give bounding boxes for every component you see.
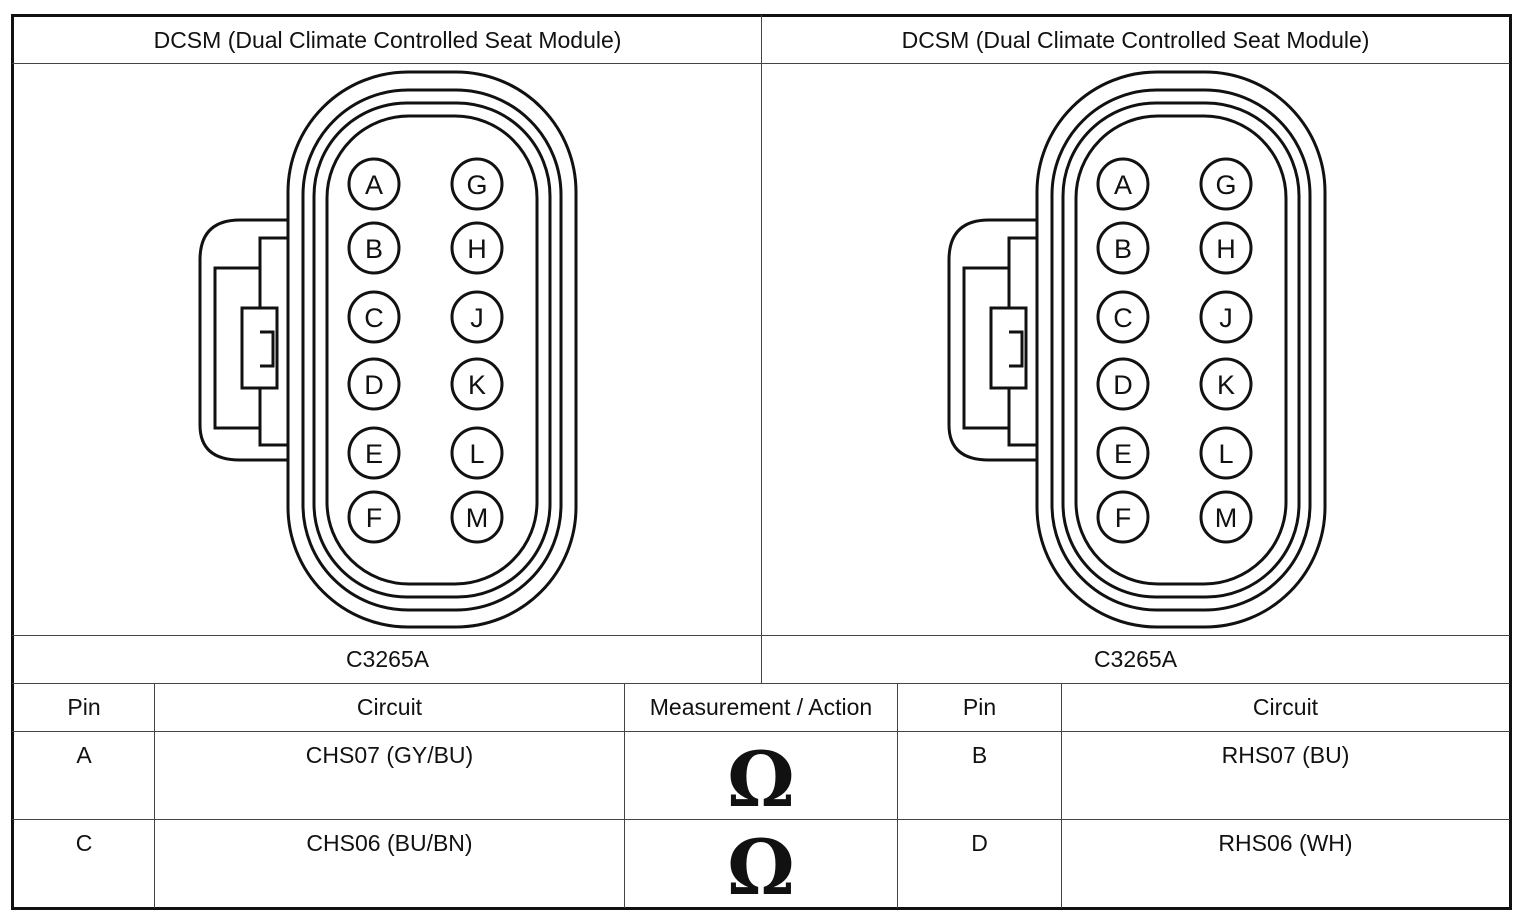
pin-circle xyxy=(347,426,401,480)
table-col-divider-4 xyxy=(1061,684,1062,908)
pin-label: C xyxy=(364,303,384,333)
pin-label: L xyxy=(469,439,484,469)
header-pin-left: Pin xyxy=(67,694,101,720)
pin-circle xyxy=(1096,426,1150,480)
panel-divider xyxy=(761,15,762,684)
pin-label: G xyxy=(1215,170,1236,200)
pin-circle xyxy=(1199,221,1253,275)
ohm-icon: Ω xyxy=(727,734,795,824)
pin-label: M xyxy=(1215,503,1238,533)
connector-shell-ring xyxy=(1061,101,1301,599)
row1-circuit-right: RHS07 (BU) xyxy=(1221,742,1350,768)
pin-label: F xyxy=(1115,503,1132,533)
pin-label: C xyxy=(1113,303,1133,333)
header-circuit-right: Circuit xyxy=(1252,694,1319,720)
connector-latch-notch xyxy=(240,268,279,428)
connector-latch-inner xyxy=(962,236,1037,447)
right-connector-drawing: A B C D E F G H J K L M xyxy=(947,70,1327,629)
header-circuit-left: Circuit xyxy=(356,694,423,720)
connector-shell-ring xyxy=(312,101,552,599)
ohm-icon: Ω xyxy=(727,822,795,912)
pin-circle xyxy=(1096,490,1150,544)
pin-label: K xyxy=(468,370,486,400)
pin-circle xyxy=(450,357,504,411)
left-connector-drawing: A B C D E F G H J K L M xyxy=(198,70,578,629)
pin-circle xyxy=(450,490,504,544)
table-col-divider-3 xyxy=(897,684,898,908)
connector-shell-ring xyxy=(325,114,539,586)
pin-label: A xyxy=(365,170,383,200)
row1-ohm-symbol: Ω xyxy=(625,732,897,819)
pin-circle xyxy=(1199,157,1253,211)
pin-label: H xyxy=(467,234,487,264)
table-col-divider-1 xyxy=(154,684,155,908)
pin-label: J xyxy=(1219,303,1233,333)
connector-shell-ring xyxy=(1074,114,1288,586)
right-connector-id: C3265A xyxy=(1093,646,1178,672)
connector-shell-ring xyxy=(1035,70,1327,629)
pin-label: F xyxy=(366,503,383,533)
pin-label: A xyxy=(1114,170,1132,200)
row2-ohm-symbol: Ω xyxy=(625,820,897,907)
pin-label: K xyxy=(1217,370,1235,400)
connector-latch-notch xyxy=(989,268,1028,428)
pin-label: G xyxy=(466,170,487,200)
pin-label: D xyxy=(1113,370,1133,400)
row2-circuit-right: RHS06 (WH) xyxy=(1218,830,1353,856)
pin-circle xyxy=(1199,357,1253,411)
pin-label: H xyxy=(1216,234,1236,264)
pin-circle xyxy=(1199,290,1253,344)
connector-latch-inner xyxy=(213,236,288,447)
right-panel-header: DCSM (Dual Climate Controlled Seat Modul… xyxy=(901,26,1370,53)
pin-circle xyxy=(347,490,401,544)
header-pin-right: Pin xyxy=(962,694,997,720)
rule-between-rows xyxy=(12,819,1510,820)
pin-label: D xyxy=(364,370,384,400)
pin-label: B xyxy=(365,234,383,264)
pin-circle xyxy=(347,290,401,344)
table-col-divider-2 xyxy=(624,684,625,908)
pin-circle xyxy=(1199,426,1253,480)
pin-circle xyxy=(1096,157,1150,211)
pin-circle xyxy=(450,426,504,480)
pin-label: J xyxy=(470,303,484,333)
row1-pin-right: B xyxy=(971,742,988,768)
connector-latch-tab xyxy=(947,218,1037,462)
left-connector-id: C3265A xyxy=(345,646,430,672)
pin-circle xyxy=(1199,490,1253,544)
rule-under-table-headers xyxy=(12,731,1510,732)
header-measurement-action: Measurement / Action xyxy=(649,694,873,720)
pin-label: E xyxy=(1114,439,1132,469)
connector-shell-ring xyxy=(286,70,578,629)
pin-circle xyxy=(1096,357,1150,411)
row2-pin-right: D xyxy=(971,830,988,856)
pin-circle xyxy=(450,221,504,275)
pin-label: M xyxy=(466,503,489,533)
pin-circle xyxy=(1096,221,1150,275)
pin-circle xyxy=(347,357,401,411)
pin-circle xyxy=(450,157,504,211)
connector-shell-ring xyxy=(301,88,563,612)
row1-circuit-left: CHS07 (GY/BU) xyxy=(305,742,474,768)
pin-circle xyxy=(450,290,504,344)
connector-latch-tab xyxy=(198,218,288,462)
pin-circle xyxy=(347,157,401,211)
left-panel-header: DCSM (Dual Climate Controlled Seat Modul… xyxy=(153,26,622,53)
pin-label: E xyxy=(365,439,383,469)
pin-label: L xyxy=(1218,439,1233,469)
pin-circle xyxy=(347,221,401,275)
connector-shell-ring xyxy=(1050,88,1312,612)
row2-pin-left: C xyxy=(75,830,93,856)
pin-circle xyxy=(1096,290,1150,344)
pin-label: B xyxy=(1114,234,1132,264)
row1-pin-left: A xyxy=(76,742,92,768)
row2-circuit-left: CHS06 (BU/BN) xyxy=(306,830,473,856)
